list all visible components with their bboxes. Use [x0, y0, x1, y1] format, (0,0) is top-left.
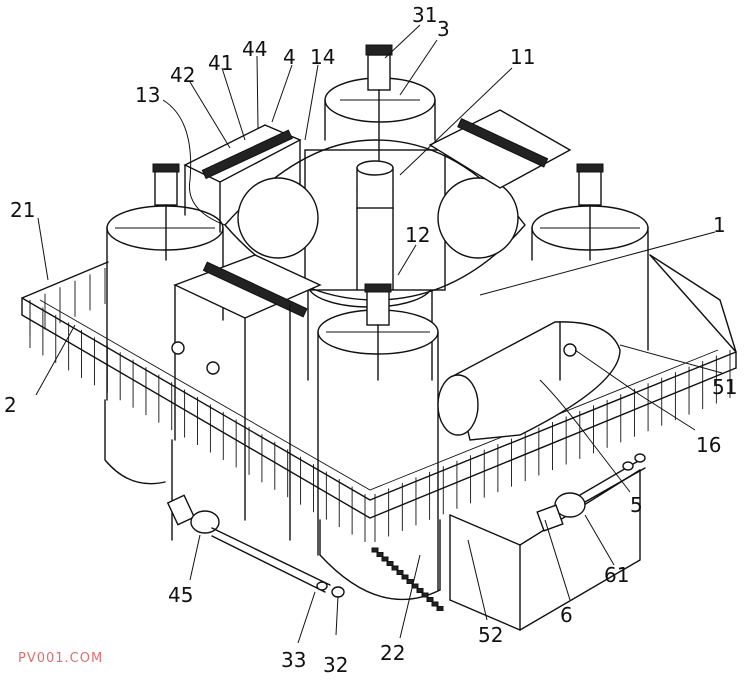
tank-3 — [324, 44, 436, 161]
label-44: 44 — [242, 37, 267, 61]
base-platform — [21, 254, 737, 519]
label-21: 21 — [10, 198, 35, 222]
label-2: 2 — [4, 393, 17, 417]
filter-box-top-left — [183, 124, 302, 233]
ladder-rung — [381, 556, 389, 562]
ladder-rung — [371, 547, 379, 553]
guard-rail-posts-left — [29, 300, 366, 542]
label-12: 12 — [405, 223, 430, 247]
label-32: 32 — [323, 653, 348, 677]
ladder-rung — [396, 570, 404, 575]
leader-lines — [35, 24, 723, 644]
filter-box-left — [173, 254, 322, 541]
filter-box-top-right — [428, 109, 572, 189]
guard-rail-posts-right — [374, 350, 731, 542]
ladder-rung — [376, 552, 384, 557]
manifold-ring — [224, 139, 526, 301]
label-41: 41 — [208, 51, 233, 75]
label-4: 4 — [283, 45, 296, 69]
label-22: 22 — [380, 641, 405, 665]
ladder-rung — [416, 588, 424, 593]
ladder-rung — [431, 601, 439, 607]
label-5: 5 — [630, 493, 643, 517]
label-33: 33 — [281, 648, 306, 672]
tank-front — [317, 283, 439, 591]
label-61: 61 — [604, 563, 629, 587]
ladder — [371, 547, 444, 611]
label-6: 6 — [560, 603, 573, 627]
lower-tank-body — [104, 399, 641, 631]
label-11: 11 — [510, 45, 535, 69]
label-42: 42 — [170, 63, 195, 87]
label-3: 3 — [437, 17, 450, 41]
ladder-rung — [401, 574, 409, 580]
ladder-rung — [426, 597, 434, 602]
label-52: 52 — [478, 623, 503, 647]
ladder-rung — [391, 565, 399, 571]
label-31: 31 — [412, 3, 437, 27]
label-51: 51 — [712, 375, 737, 399]
tank-right — [531, 163, 649, 351]
part-labels: 1 2 3 4 5 6 11 12 13 14 16 21 22 31 32 3… — [4, 3, 737, 677]
label-13: 13 — [135, 83, 160, 107]
ladder-rung — [411, 583, 419, 589]
pump-45 — [166, 494, 345, 598]
ladder-rung — [386, 561, 394, 566]
label-16: 16 — [696, 433, 721, 457]
valves — [171, 341, 577, 375]
horizontal-cylinder-5 — [437, 321, 621, 441]
guard-rail-posts-back — [29, 268, 106, 336]
ladder-rung — [436, 606, 444, 611]
central-column-11 — [304, 149, 446, 291]
ladder-rung — [421, 592, 429, 598]
ladder-rung — [406, 579, 414, 584]
watermark: PV001.COM — [18, 651, 103, 666]
label-14: 14 — [310, 45, 335, 69]
label-45: 45 — [168, 583, 193, 607]
label-1: 1 — [713, 213, 726, 237]
pump-61 — [536, 453, 646, 532]
